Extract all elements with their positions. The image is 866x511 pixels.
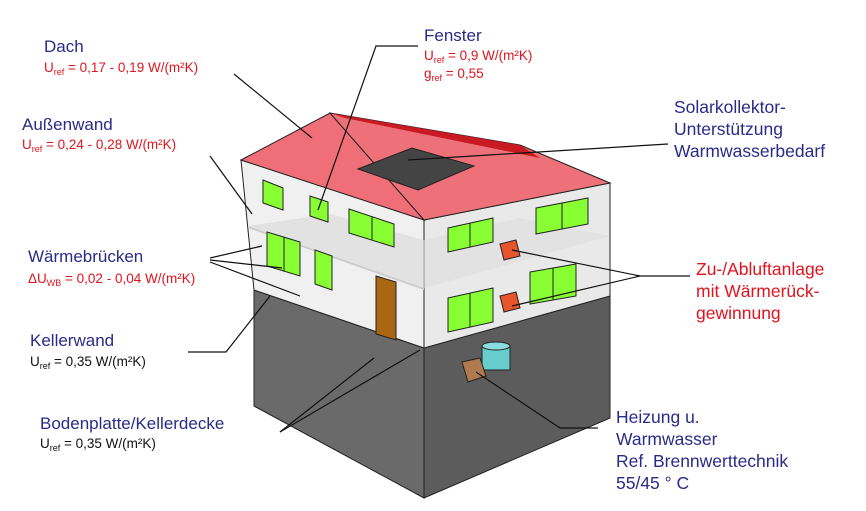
leader-kellerwand: [188, 295, 271, 353]
waermebruecken-u-number: = 0,02 - 0,04 W/(m²K): [61, 271, 196, 286]
bodenplatte-u-number: = 0,35 W/(m²K): [60, 436, 156, 451]
bodenplatte-u-subscript: ref: [49, 443, 61, 453]
waermebruecken-u-symbol: ΔU: [28, 271, 47, 286]
fenster-u-subscript: ref: [433, 55, 445, 65]
leader-boden-1: [279, 357, 375, 433]
heizung-label: Heizung u. Warmwasser Ref. Brennwerttech…: [616, 406, 788, 494]
fenster-label: Fenster: [424, 26, 482, 45]
door: [375, 275, 397, 341]
solar-line: Warmwasserbedarf: [674, 141, 826, 161]
water-tank-top: [481, 341, 511, 351]
leader-fenster: [317, 45, 418, 211]
dach-u-number: = 0,17 - 0,19 W/(m²K): [64, 60, 199, 75]
aussenwand-u-symbol: U: [22, 137, 32, 152]
dach-u-value: Uref = 0,17 - 0,19 W/(m²K): [44, 61, 198, 77]
heizung-line: 55/45 ° C: [616, 473, 690, 493]
lueftung-line: Zu-/Abluftanlage: [696, 259, 825, 279]
fenster-g-subscript: ref: [431, 73, 443, 83]
heizung-line: Warmwasser: [616, 429, 718, 449]
aussenwand-u-number: = 0,24 - 0,28 W/(m²K): [42, 137, 177, 152]
ventilation-unit: [499, 239, 521, 261]
window: [262, 179, 284, 211]
fenster-u-symbol: U: [424, 48, 434, 63]
fenster-g-number: = 0,55: [442, 66, 484, 81]
kellerwand-u-symbol: U: [30, 354, 40, 369]
solar-label: Solarkollektor- Unterstützung Warmwasser…: [674, 96, 825, 162]
aussenwand-u-value: Uref = 0,24 - 0,28 W/(m²K): [22, 138, 176, 154]
leader-aussenwand: [209, 155, 253, 215]
fenster-u-value: Uref = 0,9 W/(m²K): [424, 49, 532, 65]
aussenwand-label: Außenwand: [22, 115, 113, 134]
bodenplatte-u-value: Uref = 0,35 W/(m²K): [40, 437, 156, 453]
leader-heizung: [475, 371, 598, 429]
fenster-g-symbol: g: [424, 66, 432, 81]
kellerwand-label: Kellerwand: [30, 331, 115, 350]
window: [314, 249, 333, 291]
bodenplatte-label: Bodenplatte/Kellerdecke: [40, 414, 225, 433]
kellerwand-u-subscript: ref: [39, 361, 51, 371]
dach-u-symbol: U: [44, 60, 54, 75]
waermebruecken-label: Wärmebrücken: [28, 247, 144, 266]
leader-wb-3: [209, 261, 301, 297]
heizung-line: Ref. Brennwerttechnik: [616, 451, 789, 471]
leader-dach: [233, 73, 313, 139]
fenster-u-number: = 0,9 W/(m²K): [444, 48, 533, 63]
roof-ridge: [330, 113, 540, 158]
waermebruecken-u-value: ΔUWB = 0,02 - 0,04 W/(m²K): [28, 272, 195, 288]
ventilation-unit: [499, 291, 521, 313]
bodenplatte-u-symbol: U: [40, 436, 50, 451]
leader-lines: [188, 45, 690, 433]
solar-collector: [356, 147, 476, 191]
solar-line: Unterstützung: [674, 119, 783, 139]
leader-lueftung-2: [511, 275, 641, 307]
lueftung-line: gewinnung: [696, 303, 781, 323]
lueftung-label: Zu-/Abluftanlage mit Wärmerück- gewinnun…: [696, 258, 824, 324]
waermebruecken-u-subscript: WB: [46, 278, 62, 288]
leader-wb-2: [209, 259, 283, 269]
boiler: [461, 357, 487, 383]
leader-solar: [407, 143, 669, 161]
aussenwand-u-subscript: ref: [31, 144, 43, 154]
solar-line: Solarkollektor-: [674, 97, 786, 117]
kellerwand-u-number: = 0,35 W/(m²K): [50, 354, 146, 369]
kellerwand-u-value: Uref = 0,35 W/(m²K): [30, 355, 146, 371]
lueftung-line: mit Wärmerück-: [696, 281, 820, 301]
dach-label: Dach: [44, 37, 84, 56]
leader-boden-2: [279, 349, 421, 433]
heizung-line: Heizung u.: [616, 407, 700, 427]
leader-wb-1: [209, 245, 263, 259]
fenster-g-value: gref = 0,55: [424, 67, 484, 83]
dach-u-subscript: ref: [53, 67, 65, 77]
